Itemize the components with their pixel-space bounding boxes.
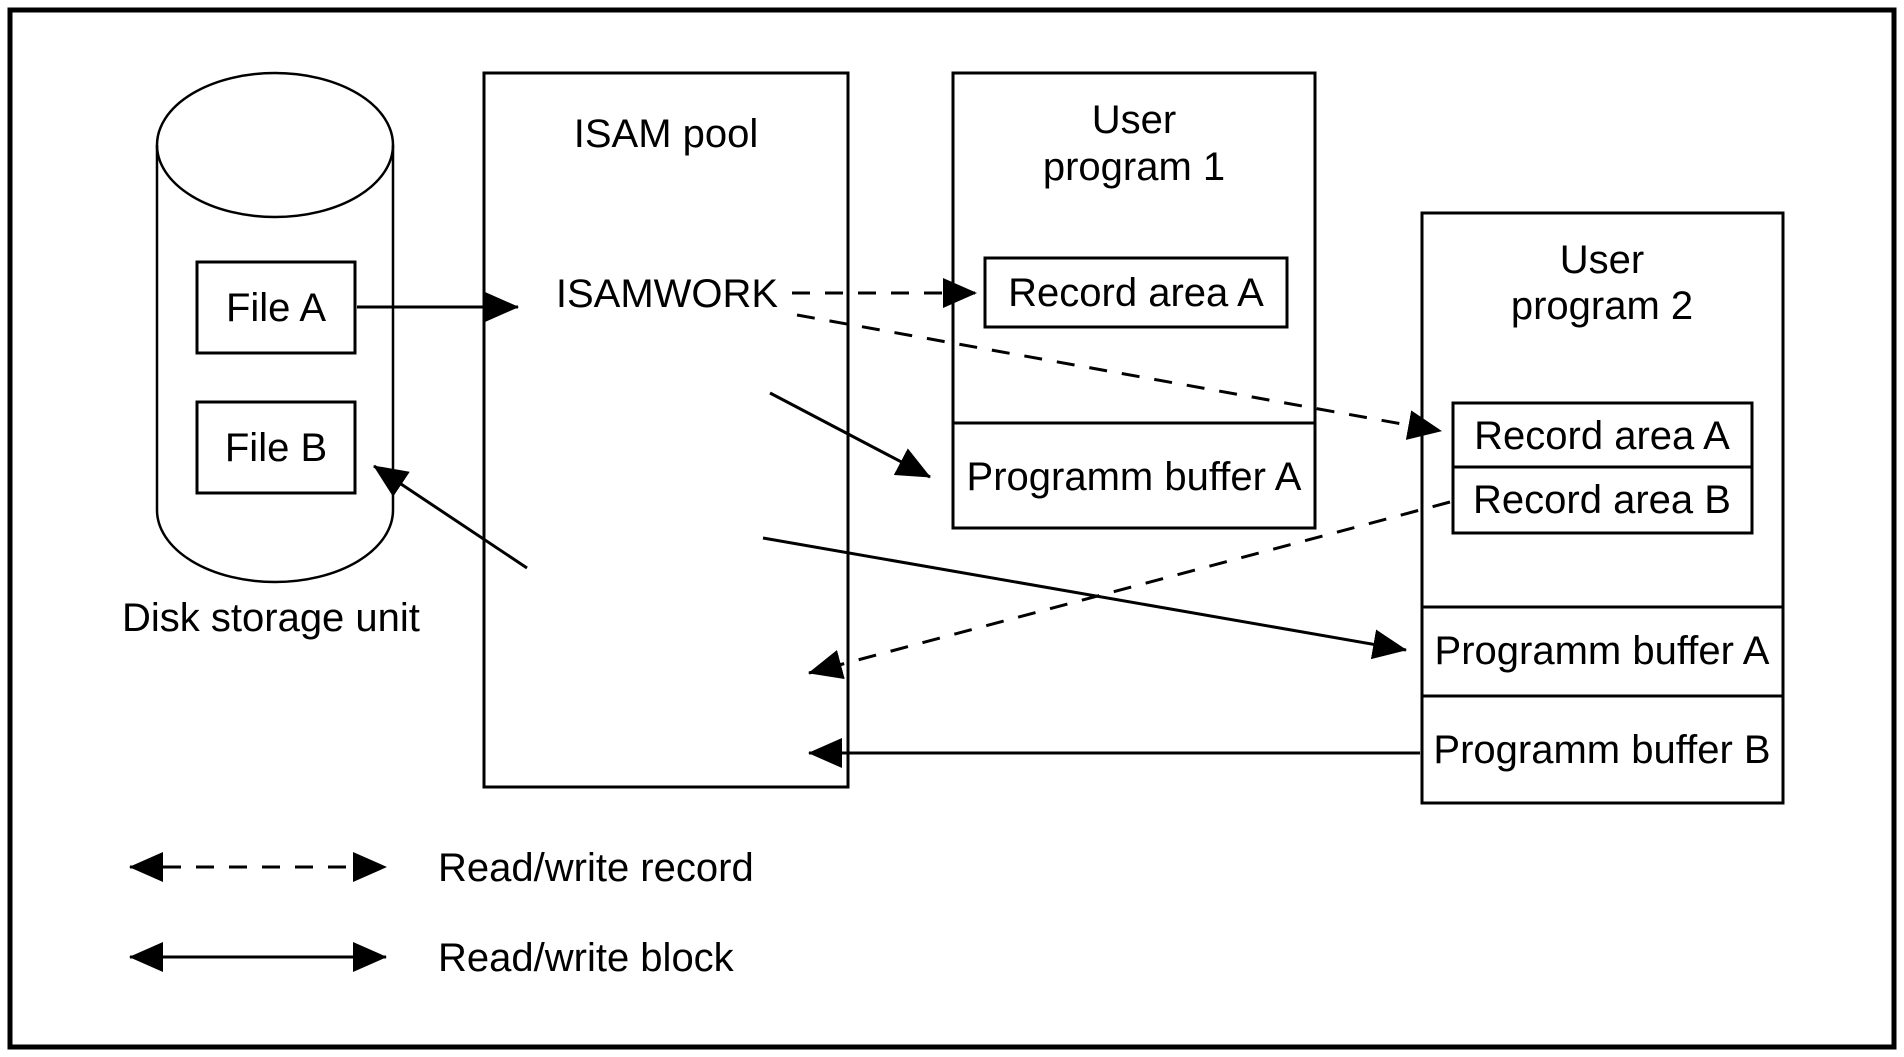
up1-programm-buffer-a-label: Programm buffer A [967, 455, 1302, 499]
up2-record-area-b-box [1451, 465, 1754, 535]
isam-pool-box [482, 71, 850, 789]
legend: Read/write record Read/write block [129, 846, 754, 980]
outer-border [7, 7, 1897, 1050]
user-program-1: User program 1 Record area A Programm bu… [951, 71, 1317, 530]
user-program-2-title-line2: program 2 [1511, 284, 1693, 328]
disk-storage-unit: File A File B Disk storage unit [122, 71, 420, 640]
arrow-pool-to-up2-buffer-a [762, 536, 1407, 660]
cylinder-top-ellipse [155, 71, 395, 219]
isam-pool: ISAM pool ISAMWORK [482, 71, 850, 789]
file-a-label: File A [226, 286, 326, 330]
up2-record-area-a-label: Record area A [1474, 414, 1730, 458]
arrow-up2-record-b-to-pool [808, 500, 1451, 679]
cylinder-bottom-arc [155, 509, 395, 584]
legend-block-label: Read/write block [438, 936, 735, 980]
user-program-2-box [1420, 211, 1785, 805]
user-program-2-title-line1: User [1560, 238, 1644, 282]
file-a-box [195, 260, 357, 355]
up2-programm-buffer-a-label: Programm buffer A [1435, 629, 1770, 673]
block-arrows [357, 292, 1420, 768]
isam-pool-title: ISAM pool [574, 112, 759, 156]
user-program-2: User program 2 Record area A Record area… [1420, 211, 1785, 805]
user-program-1-title-line2: program 1 [1043, 145, 1225, 189]
arrow-pool-to-file-b [373, 464, 528, 570]
legend-record-label: Read/write record [438, 846, 754, 890]
isamwork-label: ISAMWORK [556, 272, 779, 316]
up2-programm-buffer-b-label: Programm buffer B [1433, 728, 1770, 772]
record-arrows [792, 278, 1451, 679]
user-program-1-title-line1: User [1092, 98, 1176, 142]
arrow-pool-to-up1-buffer-a [769, 391, 931, 479]
file-b-box [195, 400, 357, 495]
up2-record-area-b-label: Record area B [1473, 478, 1731, 522]
arrow-isamwork-to-up2-record-a [796, 313, 1442, 440]
disk-storage-caption: Disk storage unit [122, 596, 420, 640]
up1-record-area-a-box [983, 256, 1289, 329]
file-b-label: File B [225, 426, 327, 470]
up1-record-area-a-label: Record area A [1008, 271, 1264, 315]
